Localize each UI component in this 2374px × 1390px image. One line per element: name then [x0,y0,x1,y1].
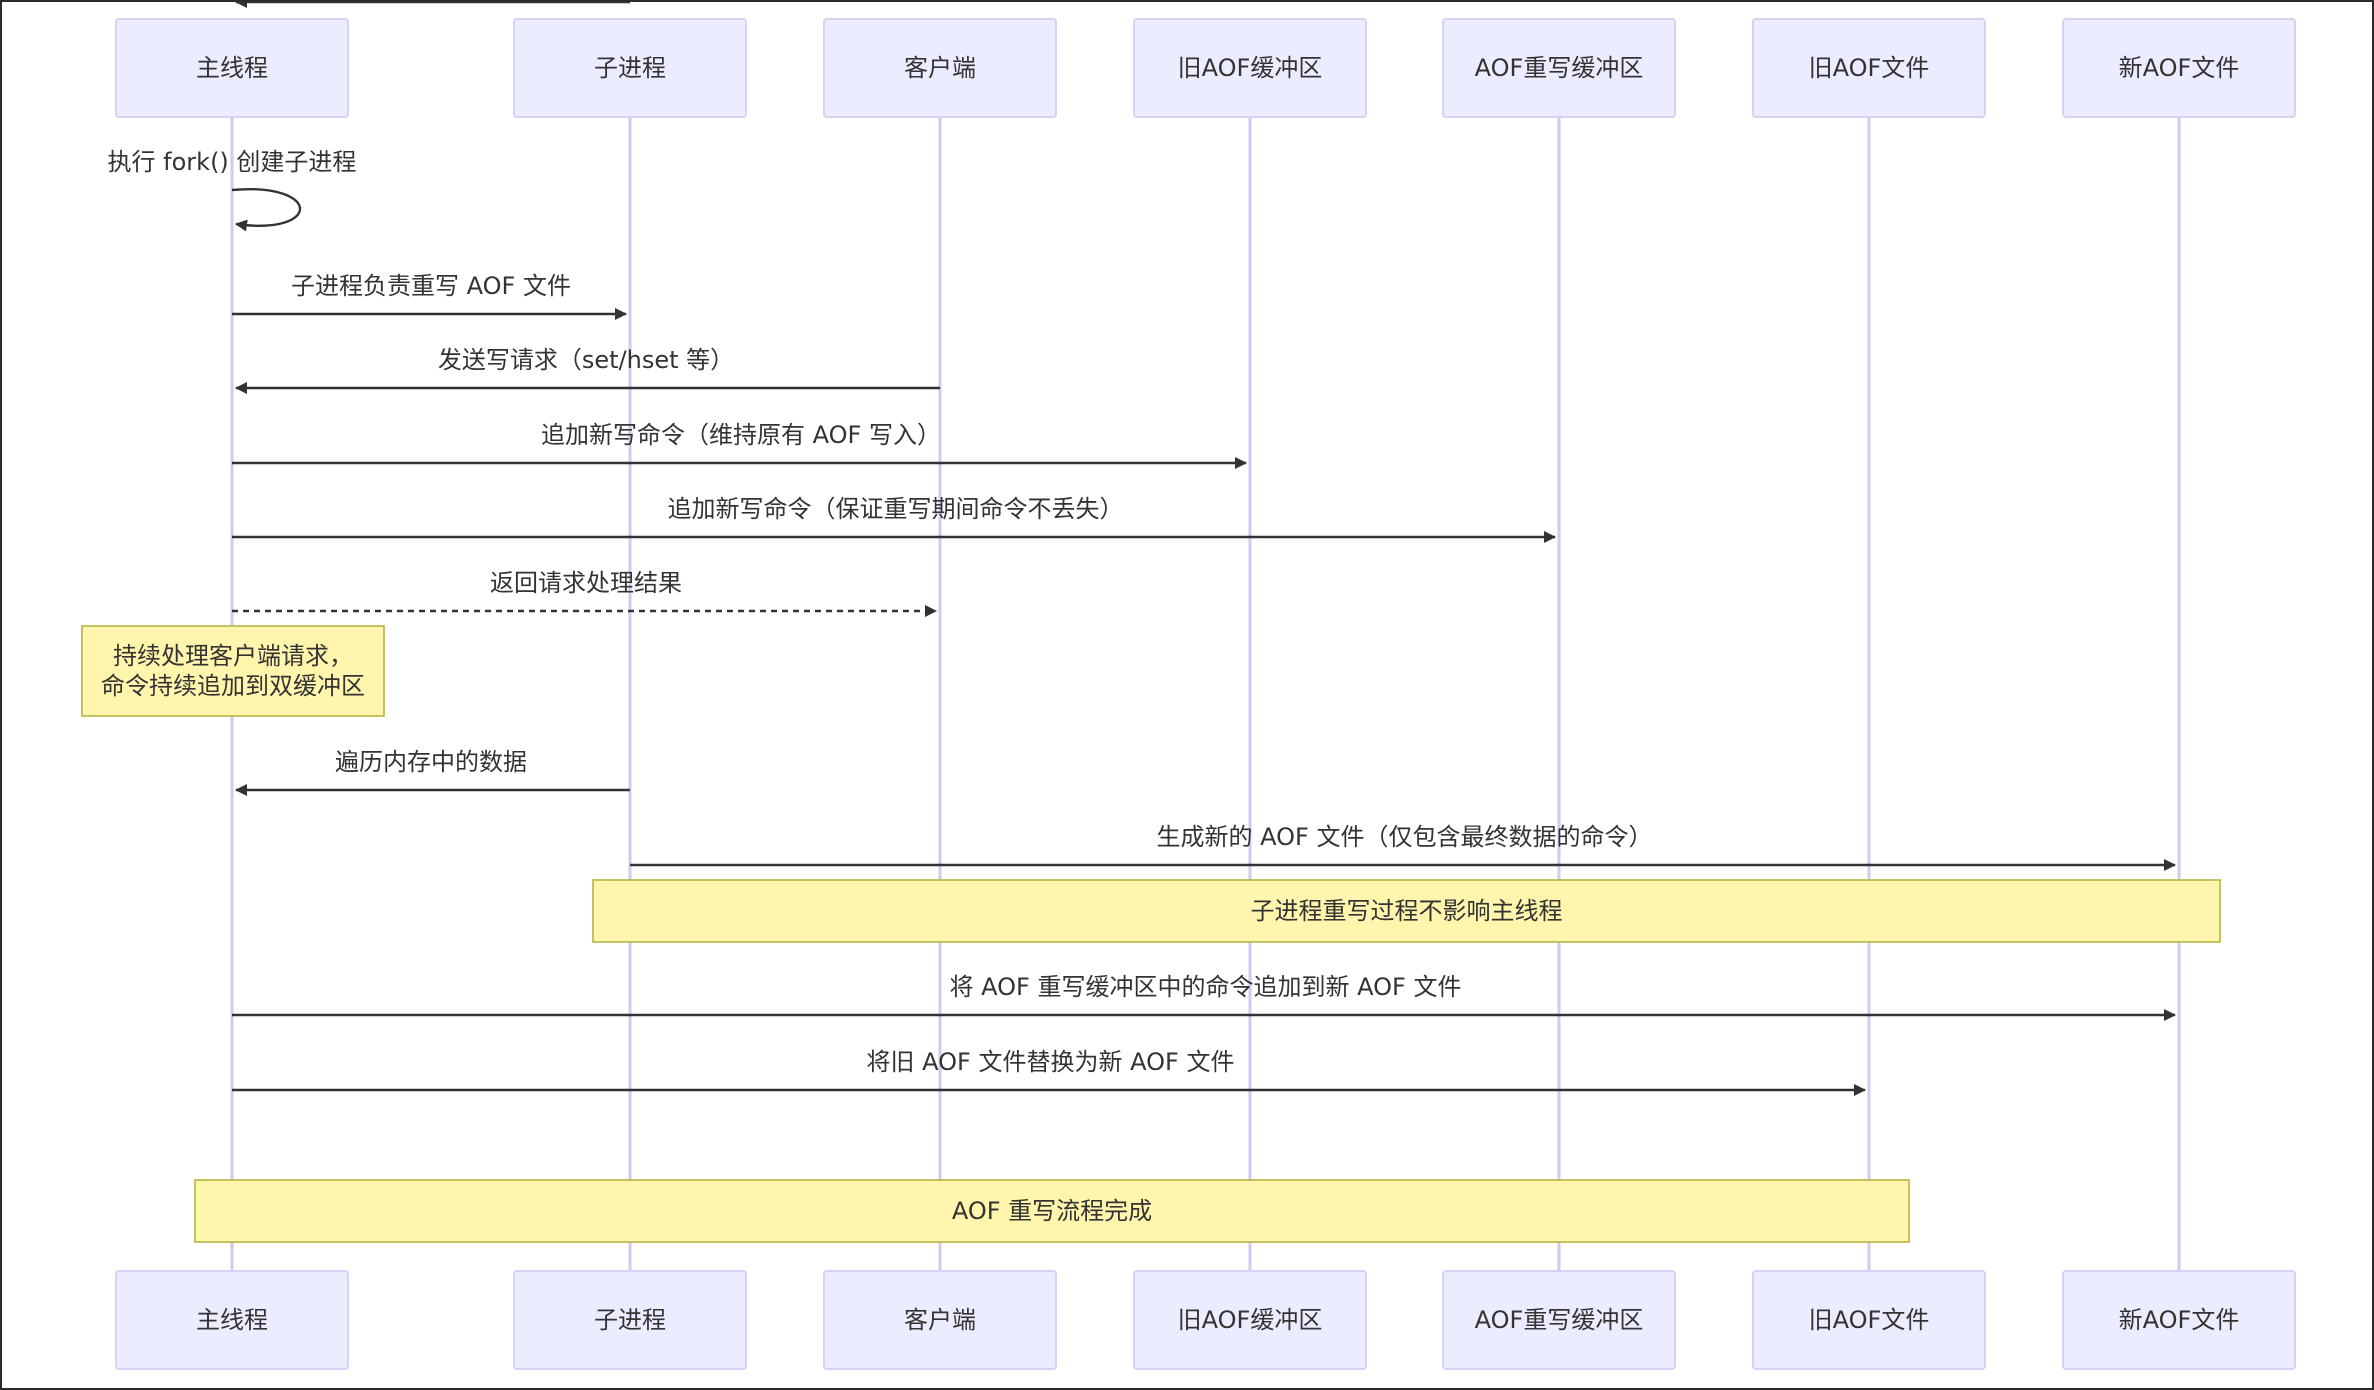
message-0: 执行 fork() 创建子进程 [108,148,357,232]
actor-box [1752,18,1986,118]
actor-box [115,18,349,118]
note-box [81,625,385,717]
self-call-arrow [231,187,302,232]
message-9: 将 AOF 重写缓冲区中的命令追加到新 AOF 文件 [232,973,2176,1021]
actor-box [1133,18,1367,118]
message-label: 返回请求处理结果 [490,569,682,597]
actor-bottom-old_buf: 旧AOF缓冲区 [1133,1270,1367,1370]
message-label: 生成新的 AOF 文件（仅包含最终数据的命令） [1157,823,1653,851]
note-text: AOF 重写流程完成 [952,1197,1152,1225]
actor-bottom-child: 子进程 [513,1270,747,1370]
actor-label: 主线程 [196,1306,268,1334]
message-label: 发送写请求（set/hset 等） [438,346,734,374]
actor-box [823,18,1057,118]
message-3: 追加新写命令（维持原有 AOF 写入） [232,421,1247,469]
note-text: 子进程重写过程不影响主线程 [1251,897,1563,925]
actor-box [513,18,747,118]
actor-bottom-rewrite_buf: AOF重写缓冲区 [1442,1270,1676,1370]
message-2: 发送写请求（set/hset 等） [235,346,940,394]
actor-box [2062,18,2296,118]
actor-label: 子进程 [594,1306,666,1334]
actor-top-old_buf: 旧AOF缓冲区 [1133,18,1367,118]
actor-label: AOF重写缓冲区 [1475,1306,1644,1334]
actor-bottom-main: 主线程 [115,1270,349,1370]
note-text: 命令持续追加到双缓冲区 [101,672,365,700]
actor-label: 客户端 [904,54,976,82]
actor-top-child: 子进程 [513,18,747,118]
actor-box [823,1270,1057,1370]
actor-box [115,1270,349,1370]
actor-top-rewrite_buf: AOF重写缓冲区 [1442,18,1676,118]
actor-label: 旧AOF文件 [1809,54,1930,82]
actor-top-main: 主线程 [115,18,349,118]
actor-top-client: 客户端 [823,18,1057,118]
actor-label: 客户端 [904,1306,976,1334]
message-label: 将旧 AOF 文件替换为新 AOF 文件 [867,1048,1235,1076]
actor-box [513,1270,747,1370]
message-label: 将 AOF 重写缓冲区中的命令追加到新 AOF 文件 [950,973,1462,1001]
actor-box [1442,1270,1676,1370]
message-1: 子进程负责重写 AOF 文件 [232,272,627,320]
actor-top-new_file: 新AOF文件 [2062,18,2296,118]
actor-box [1442,18,1676,118]
note-text: 持续处理客户端请求， [113,642,353,670]
message-5: 返回请求处理结果 [232,569,937,617]
note-2: AOF 重写流程完成 [194,1179,1910,1243]
actor-label: 新AOF文件 [2119,54,2240,82]
actor-top-old_file: 旧AOF文件 [1752,18,1986,118]
message-10: 将旧 AOF 文件替换为新 AOF 文件 [232,1048,1866,1096]
message-label: 子进程负责重写 AOF 文件 [291,272,571,300]
note-1: 子进程重写过程不影响主线程 [592,879,2221,943]
actor-label: 旧AOF缓冲区 [1178,54,1323,82]
actor-bottom-new_file: 新AOF文件 [2062,1270,2296,1370]
note-box [592,879,2221,943]
message-label: 追加新写命令（维持原有 AOF 写入） [541,421,941,449]
message-4: 追加新写命令（保证重写期间命令不丢失） [232,495,1556,543]
note-0: 持续处理客户端请求，命令持续追加到双缓冲区 [81,625,385,717]
actor-label: 新AOF文件 [2119,1306,2240,1334]
actor-label: 旧AOF文件 [1809,1306,1930,1334]
actor-label: AOF重写缓冲区 [1475,54,1644,82]
actor-label: 旧AOF缓冲区 [1178,1306,1323,1334]
actor-bottom-old_file: 旧AOF文件 [1752,1270,1986,1370]
message-label: 追加新写命令（保证重写期间命令不丢失） [668,495,1124,523]
actor-box [1133,1270,1367,1370]
actor-label: 主线程 [196,54,268,82]
message-6: 遍历内存中的数据 [235,748,630,796]
actor-box [1752,1270,1986,1370]
message-label: 遍历内存中的数据 [335,748,527,776]
message-7: 生成新的 AOF 文件（仅包含最终数据的命令） [630,823,2176,871]
message-label: 执行 fork() 创建子进程 [108,148,357,176]
note-box [194,1179,1910,1243]
actor-label: 子进程 [594,54,666,82]
actor-bottom-client: 客户端 [823,1270,1057,1370]
actor-box [2062,1270,2296,1370]
